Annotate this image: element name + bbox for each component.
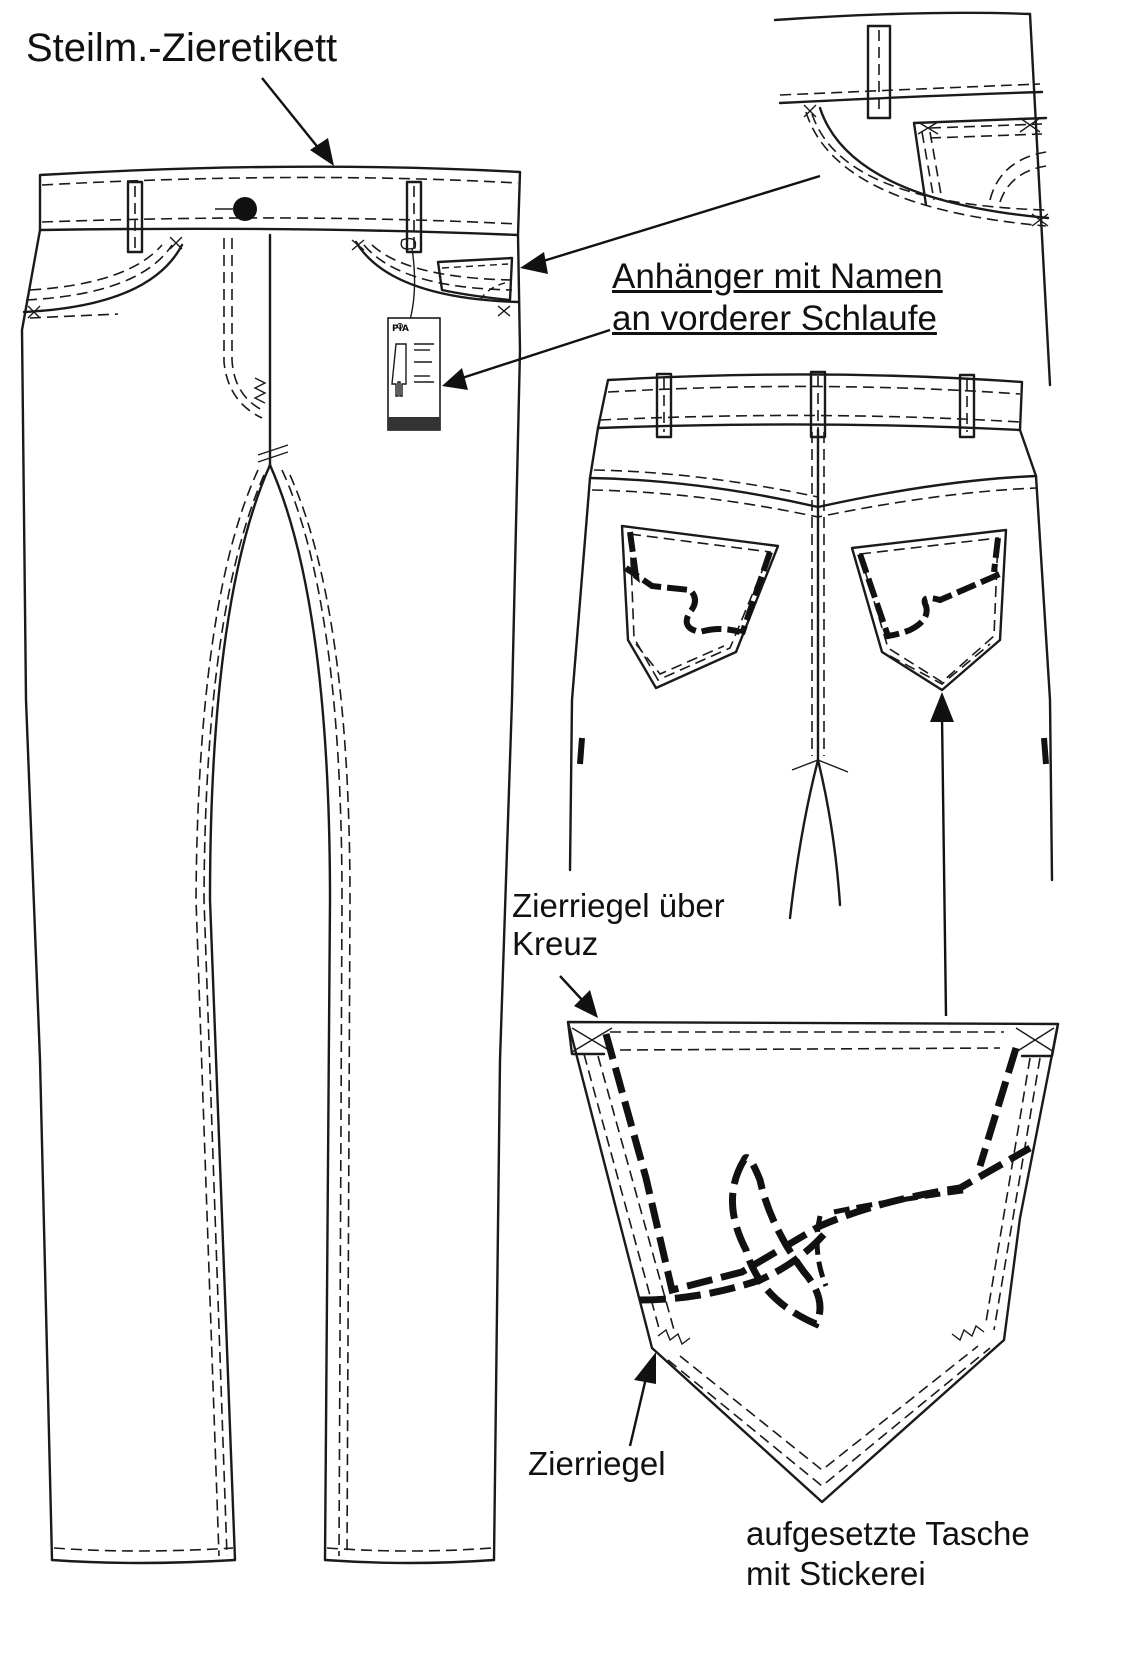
- front-pocket-detail: [773, 11, 1052, 387]
- back-view: [568, 370, 1054, 920]
- patch-pocket-label-line2: mit Stickerei: [746, 1555, 926, 1592]
- belt-loop-left: [126, 180, 144, 254]
- patch-pocket-label-line1: aufgesetzte Tasche: [746, 1515, 1030, 1552]
- annotation-arrows: [261, 77, 954, 1447]
- back-pocket-left: [620, 524, 780, 690]
- hangtag-note-line1: Anhänger mit Namen: [612, 257, 943, 296]
- enlarged-back-pocket: [566, 1020, 1060, 1504]
- front-view: [20, 165, 522, 1565]
- bartack-label: Zierriegel: [528, 1445, 666, 1482]
- back-pocket-right: [850, 528, 1008, 692]
- bartack-cross-label-line2: Kreuz: [512, 925, 599, 962]
- hangtag-name: PIA: [392, 324, 409, 334]
- hangtag-icon: [387, 317, 441, 431]
- waistband-label: Steilm.-Zieretikett: [26, 26, 338, 70]
- button-icon: [233, 197, 257, 221]
- belt-loop-right: [405, 180, 423, 254]
- bartack-cross-label-line1: Zierriegel über: [512, 887, 725, 924]
- hangtag-note-line2: an vorderer Schlaufe: [612, 299, 937, 338]
